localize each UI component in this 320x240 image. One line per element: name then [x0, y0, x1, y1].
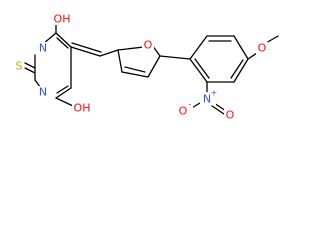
bond — [24, 62, 36, 69]
bond — [230, 59, 244, 79]
atom-label-oh: OH — [54, 13, 71, 26]
bond — [55, 32, 72, 48]
atom-label-n-plus: N — [203, 93, 211, 106]
bond — [55, 97, 74, 107]
atom-charge: - — [189, 100, 192, 109]
bond — [147, 55, 161, 78]
bond — [194, 58, 210, 79]
bond — [121, 71, 149, 78]
atom-label-oh: OH — [74, 102, 91, 115]
bond — [24, 67, 36, 74]
bond — [211, 105, 225, 115]
bond — [70, 46, 101, 57]
bond — [189, 35, 208, 60]
atom-label-s: S — [16, 60, 23, 73]
atom-label-n: N — [39, 86, 47, 99]
bond — [189, 58, 208, 83]
bond — [117, 49, 123, 73]
bond — [265, 35, 279, 44]
bond — [56, 37, 69, 49]
atom-label-n: N — [39, 42, 47, 55]
atom-labels: OH OH N N S O O N + O - O — [14, 12, 268, 122]
bond — [55, 87, 72, 99]
atom-label-o: O — [226, 109, 235, 122]
bond — [56, 85, 69, 94]
bond — [233, 58, 249, 83]
bond — [117, 46, 145, 51]
bond-lines — [24, 23, 279, 115]
atom-label-o: O — [258, 42, 267, 55]
atom-label-o: O — [144, 39, 153, 52]
bond — [99, 49, 119, 57]
bond — [233, 35, 249, 60]
atom-charge: + — [211, 89, 218, 98]
chemical-structure-diagram: OH OH N N S O O N + O - O — [14, 12, 279, 122]
bond — [159, 55, 191, 60]
bond — [124, 66, 146, 73]
bond — [247, 52, 258, 60]
atom-label-o-minus: O — [179, 105, 188, 118]
bond — [71, 42, 102, 53]
